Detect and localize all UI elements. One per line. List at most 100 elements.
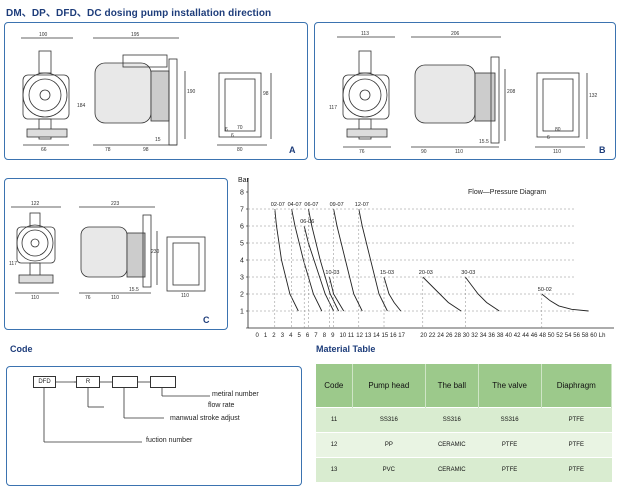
series-line — [383, 276, 402, 312]
table-cell: SS316 — [425, 407, 479, 433]
x-tick-label: 50 — [548, 333, 555, 339]
x-tick-label: 52 — [556, 333, 563, 339]
dimension-label: 122 — [31, 201, 40, 207]
series-line — [328, 276, 345, 312]
table-cell: 11 — [316, 407, 353, 433]
code-heading: Code — [10, 344, 33, 354]
y-tick-label: 1 — [240, 309, 244, 316]
series-label: 12-07 — [355, 202, 369, 208]
column-header: Code — [316, 364, 353, 408]
table-row: 13 PVC CERAMIC PTFE PTFE — [316, 457, 612, 482]
column-header: The ball — [425, 364, 479, 408]
x-tick-label: 6 — [306, 333, 310, 339]
code-diagram: DFD R metiral number flow rate manwual s… — [0, 356, 306, 489]
dimension-label: 76 — [85, 295, 91, 301]
code-connectors — [43, 381, 210, 443]
x-tick-label: 2 — [272, 333, 276, 339]
x-tick-label: 28 — [454, 333, 461, 339]
x-tick-label: 9 — [331, 333, 335, 339]
dimension-label: 110 — [31, 295, 39, 301]
panel-letter: B — [599, 145, 606, 155]
x-tick-label: 10 — [340, 333, 347, 339]
series-line — [541, 293, 589, 312]
table-cell: CERAMIC — [425, 457, 479, 482]
x-tick-label: 8 — [323, 333, 327, 339]
x-tick-label: 0 — [256, 333, 260, 339]
x-tick-label: 1 — [264, 333, 268, 339]
series-line — [291, 208, 323, 312]
dimension-label: 70 — [237, 125, 243, 131]
code-box-function: DFD — [33, 376, 56, 388]
dimension-label: 100 — [39, 32, 48, 38]
table-cell: SS316 — [478, 407, 542, 433]
series-label: 09-07 — [330, 202, 344, 208]
pump-drawing-c — [11, 206, 206, 294]
drawing-panel-b: 113 206 117 208 132 76 110 15.5 80 6 110… — [314, 22, 616, 160]
x-tick-label: 16 — [390, 333, 397, 339]
x-tick-label: 7 — [314, 333, 318, 339]
dimension-label: 15 — [155, 137, 161, 143]
dimension-label: 76 — [359, 149, 365, 155]
drawing-panel-a: 100 195 184 190 98 66 98 15 70 6 80 78 6… — [4, 22, 308, 160]
series-label: 06-06 — [300, 219, 314, 225]
dimension-label: 66 — [41, 147, 47, 153]
series-label: 15-03 — [380, 270, 394, 276]
x-tick-label: 30 — [463, 333, 470, 339]
dimension-label: 80 — [237, 147, 243, 153]
dimension-label: 184 — [77, 103, 86, 109]
series-line — [333, 208, 363, 312]
panel-letter: A — [289, 145, 296, 155]
x-tick-label: 20 — [420, 333, 427, 339]
y-tick-label: 3 — [240, 275, 244, 282]
dimension-label: 230 — [151, 249, 160, 255]
series-label: 20-03 — [419, 270, 433, 276]
dimension-label: 223 — [111, 201, 120, 207]
x-tick-label: 38 — [497, 333, 504, 339]
pump-drawing-a — [21, 37, 272, 146]
code-label-stroke: manwual stroke adjust — [170, 415, 240, 422]
code-label-flow: flow rate — [208, 402, 235, 409]
x-tick-label: 36 — [488, 333, 495, 339]
column-header: The valve — [478, 364, 542, 408]
table-cell: CERAMIC — [425, 432, 479, 458]
x-tick-label: 42 — [514, 333, 521, 339]
x-tick-label: 14 — [373, 333, 380, 339]
y-tick-label: 6 — [240, 224, 244, 231]
dimension-label: 206 — [451, 31, 460, 37]
dimension-label: 110 — [181, 293, 189, 299]
y-tick-label: 7 — [240, 207, 244, 214]
dimension-label: 117 — [9, 261, 17, 267]
x-tick-label: 26 — [446, 333, 453, 339]
dimension-label: 15.5 — [129, 287, 139, 293]
y-axis-label: Bar — [238, 177, 250, 184]
code-box-material — [150, 376, 176, 388]
code-label-function: fuction number — [146, 437, 193, 444]
series-label: 10-03 — [325, 270, 339, 276]
x-tick-label: 24 — [437, 333, 444, 339]
x-tick-label: 12 — [356, 333, 363, 339]
table-cell: PTFE — [478, 432, 542, 458]
series-label: 02-07 — [271, 202, 285, 208]
panel-letter: C — [203, 315, 210, 325]
dimension-label: 195 — [131, 32, 140, 38]
series-label: 04-07 — [288, 202, 302, 208]
code-label-material: metiral number — [212, 391, 259, 398]
table-cell: PTFE — [478, 457, 542, 482]
x-tick-label: 4 — [289, 333, 293, 339]
table-cell: PVC — [352, 457, 426, 482]
series-line — [422, 276, 462, 312]
series-line — [464, 276, 500, 312]
table-cell: PTFE — [541, 457, 612, 482]
dimension-label: 98 — [263, 91, 269, 97]
y-tick-label: 8 — [240, 190, 244, 197]
material-table-wrap: Code Pump head The ball The valve Diaphr… — [316, 364, 613, 482]
x-tick-label: 11 — [348, 333, 355, 339]
x-tick-label: 3 — [281, 333, 285, 339]
x-tick-label: 56 — [573, 333, 580, 339]
table-cell: PTFE — [541, 432, 612, 458]
table-cell: 13 — [316, 457, 353, 482]
page-title: DM、DP、DFD、DC dosing pump installation di… — [6, 8, 272, 19]
table-cell: PP — [352, 432, 426, 458]
